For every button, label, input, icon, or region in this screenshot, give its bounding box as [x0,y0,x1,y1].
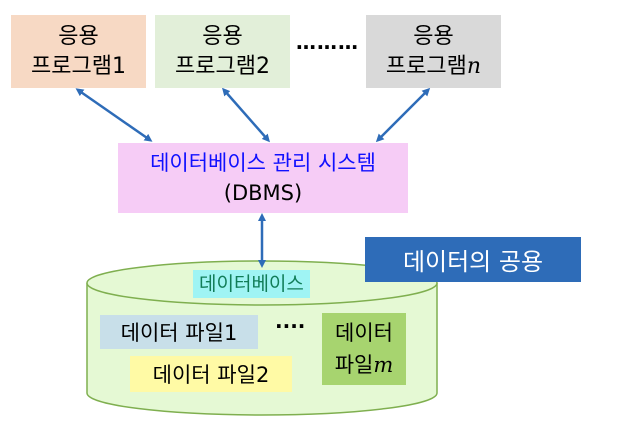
app2-line1: 응용 [202,23,243,49]
shared-data-label: 데이터의 공용 [365,237,581,282]
dbms-subtitle: (DBMS) [223,181,303,205]
appn-suffix: n [466,53,482,79]
filem-line2: 파일 [334,353,374,377]
application-program-1: 응용 프로그램1 [11,15,146,88]
dbms-title: 데이터베이스 관리 시스템 [150,151,376,175]
application-program-2: 응용 프로그램2 [155,15,290,88]
arrow-appn-dbms [375,87,431,143]
app2-line2: 프로그램 [175,53,256,79]
app1-suffix: 1 [111,53,126,79]
data-file-2: 데이터 파일2 [130,356,292,392]
filem-suffix: m [373,353,394,377]
application-program-n: 응용 프로그램n [366,15,501,88]
files-ellipsis: ···· [275,314,306,338]
apps-ellipsis: ……… [296,30,359,54]
appn-line1: 응용 [413,23,454,49]
arrow-app1-dbms [75,88,153,142]
dbms-box: 데이터베이스 관리 시스템 (DBMS) [118,143,408,213]
filem-line1: 데이터 [335,321,393,345]
appn-line2: 프로그램 [385,53,467,79]
app1-line1: 응용 [58,23,99,49]
arrow-app2-dbms [222,87,270,143]
data-file-m: 데이터 파일m [322,313,406,385]
app1-line2: 프로그램 [31,53,112,79]
database-label: 데이터베이스 [193,270,310,298]
data-file-1: 데이터 파일1 [100,315,258,349]
app2-suffix: 2 [255,53,270,79]
